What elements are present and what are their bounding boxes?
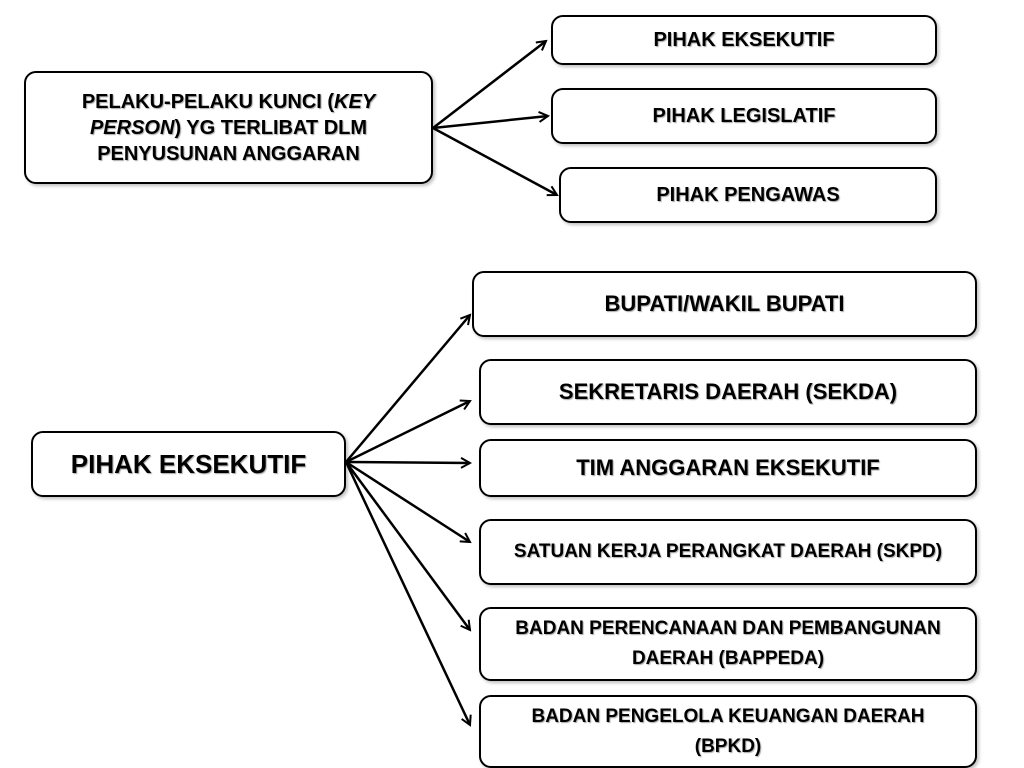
arrow-to-eksekutif [432,41,546,129]
arrow-to-bappeda [344,461,470,630]
arrow-to-tim-anggaran [345,462,470,463]
pihak-legislatif-box: PIHAK LEGISLATIF [551,88,937,144]
bpkd-box: BADAN PENGELOLA KEUANGAN DAERAH (BPKD) [479,695,977,768]
arrow-to-bpkd [344,461,470,725]
skpd-box: SATUAN KERJA PERANGKAT DAERAH (SKPD) [479,519,977,585]
arrow-to-sekda [345,401,470,464]
arrow-to-bupati [345,315,470,463]
key-person-text: PELAKU-PELAKU KUNCI (KEY PERSON) YG TERL… [81,90,376,165]
arrow-to-legislatif [432,116,548,130]
sekda-box: SEKRETARIS DAERAH (SEKDA) [479,359,977,425]
arrow-to-skpd [345,460,470,542]
bappeda-box: BADAN PERENCANAAN DAN PEMBANGUNAN DAERAH… [479,607,977,681]
pihak-eksekutif-box: PIHAK EKSEKUTIF [551,15,937,65]
bupati-box: BUPATI/WAKIL BUPATI [472,271,977,337]
arrow-to-pengawas [432,126,557,195]
tim-anggaran-box: TIM ANGGARAN EKSEKUTIF [479,439,977,497]
pihak-pengawas-box: PIHAK PENGAWAS [559,167,937,223]
pihak-eksekutif-source-box: PIHAK EKSEKUTIF [31,431,346,497]
key-person-box: PELAKU-PELAKU KUNCI (KEY PERSON) YG TERL… [24,71,433,184]
